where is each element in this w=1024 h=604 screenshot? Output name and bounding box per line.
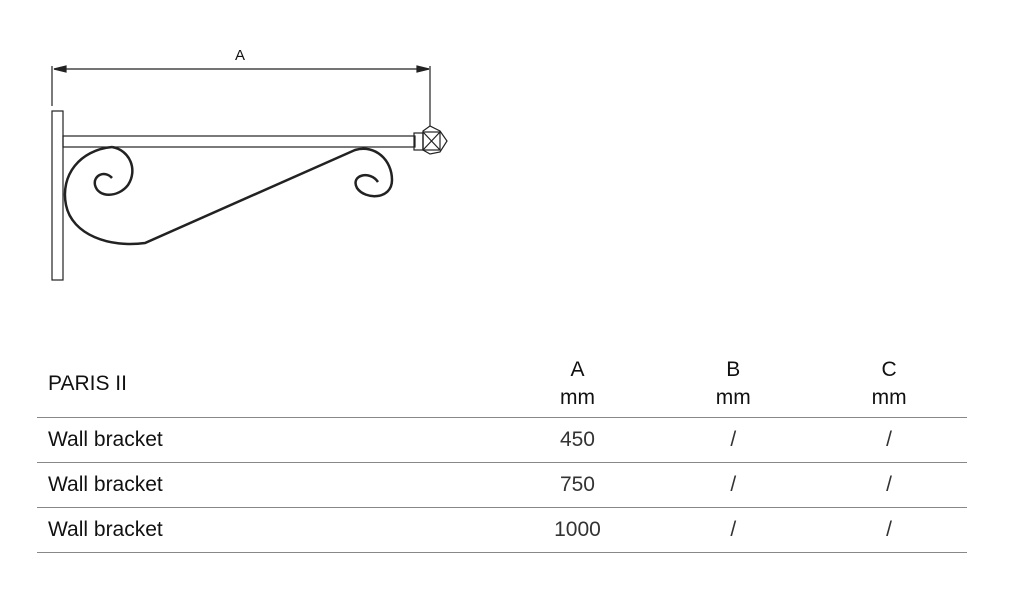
finial <box>413 125 448 155</box>
wall-plate <box>51 110 64 281</box>
dimension-label: A <box>235 47 245 64</box>
scroll <box>63 145 394 246</box>
table-title: PARIS II <box>48 371 127 395</box>
bracket-bar <box>62 135 416 148</box>
table-row: Wall bracket 450 / / <box>37 418 967 463</box>
table-row: Wall bracket 1000 / / <box>37 508 967 553</box>
table-row: Wall bracket 750 / / <box>37 463 967 508</box>
wall-bracket-drawing: A <box>51 47 448 281</box>
